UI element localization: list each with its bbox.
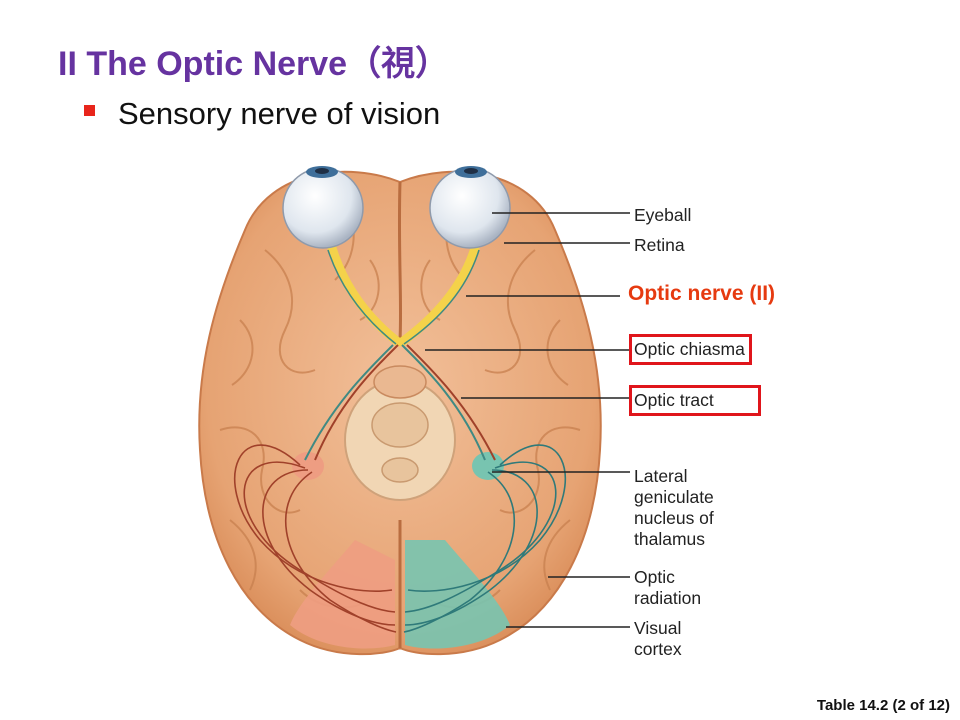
bullet-square-icon: [84, 104, 95, 116]
label-eyeball: Eyeball: [634, 205, 692, 225]
brainstem: [344, 365, 456, 501]
bullet-item: Sensory nerve of vision: [84, 96, 440, 132]
label-lateral-geniculate: Lateral geniculate nucleus of thalamus: [634, 466, 714, 549]
optic-radiation-right: [403, 444, 566, 633]
slide-footer: Table 14.2 (2 of 12): [816, 697, 950, 714]
eyeball-right: [429, 166, 511, 249]
eyeball-left: [282, 166, 364, 249]
lateral-geniculate-right: [472, 452, 504, 480]
slide-title: II The Optic Nerve（視）: [58, 45, 450, 83]
longitudinal-fissure: [397, 181, 403, 648]
label-retina: Retina: [634, 235, 685, 255]
bullet-text: Sensory nerve of vision: [118, 96, 441, 131]
label-optic-radiation: Optic radiation: [634, 567, 702, 608]
optic-nerves: [327, 243, 480, 347]
leader-lines: [425, 212, 630, 628]
optic-tracts: [304, 344, 496, 461]
optic-radiation-left: [234, 444, 397, 633]
label-optic-chiasma: Optic chiasma: [629, 334, 752, 365]
label-optic-tract: Optic tract: [629, 385, 761, 416]
label-optic-nerve: Optic nerve (II): [628, 282, 776, 305]
label-visual-cortex: Visual cortex: [634, 618, 682, 659]
